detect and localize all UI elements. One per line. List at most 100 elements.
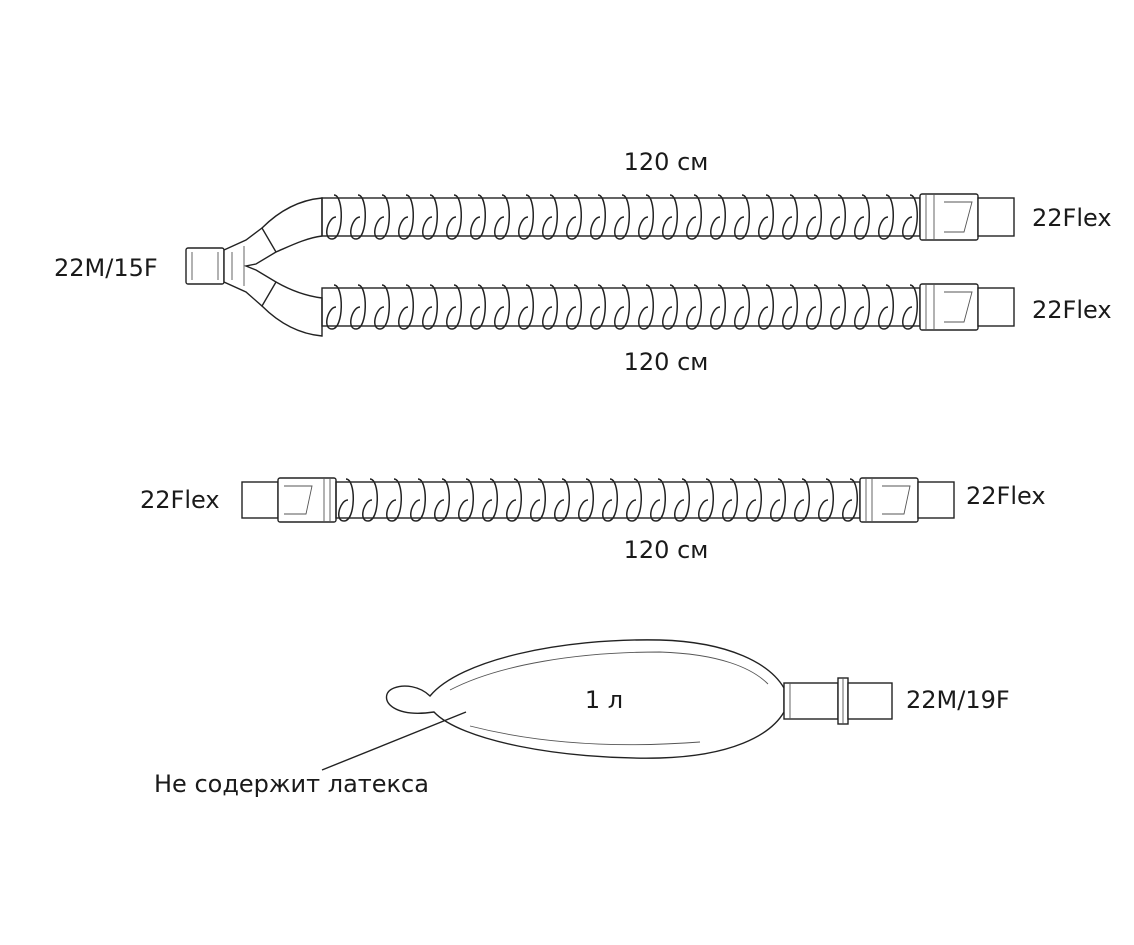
bag-volume-label: 1 л <box>585 686 623 714</box>
hose-coil <box>446 194 462 240</box>
upper-hose-coils <box>326 194 918 240</box>
straight-hose-right-cuff <box>859 477 919 523</box>
bag-end-connector <box>847 682 893 720</box>
hose-coil <box>830 284 846 330</box>
hose-coil <box>566 284 582 330</box>
lower-hose-cuff <box>919 283 979 331</box>
hose-coil <box>782 194 798 240</box>
straight-length-label: 120 см <box>624 536 709 564</box>
straight-hose-left-cuff <box>277 477 337 523</box>
hose-coil <box>674 478 690 522</box>
reservoir-bag <box>321 639 893 771</box>
hose-coil <box>638 194 654 240</box>
upper-end-label: 22Flex <box>1032 204 1112 232</box>
hose-coil <box>806 284 822 330</box>
hose-coil <box>470 194 486 240</box>
hose-coil <box>554 478 570 522</box>
upper-length-label: 120 см <box>624 148 709 176</box>
hose-coil <box>326 284 342 330</box>
lower-hose-coils <box>326 284 918 330</box>
hose-coil <box>542 284 558 330</box>
latex-note-label: Не содержит латекса <box>154 770 429 798</box>
hose-coil <box>710 284 726 330</box>
hose-coil <box>470 284 486 330</box>
straight-hose <box>241 477 955 523</box>
hose-coil <box>806 194 822 240</box>
hose-coil <box>518 284 534 330</box>
bag-body <box>385 639 785 759</box>
hose-coil <box>902 284 918 330</box>
straight-right-label: 22Flex <box>966 482 1046 510</box>
hose-coil <box>362 478 378 522</box>
y-port-label: 22M/15F <box>54 254 158 282</box>
hose-coil <box>458 478 474 522</box>
hose-coil <box>686 194 702 240</box>
hose-coil <box>422 194 438 240</box>
hose-coil <box>854 194 870 240</box>
hose-coil <box>686 284 702 330</box>
hose-coil <box>374 284 390 330</box>
lower-length-label: 120 см <box>624 348 709 376</box>
hose-coil <box>878 194 894 240</box>
hose-coil <box>350 194 366 240</box>
straight-hose-left-connector <box>241 481 279 519</box>
hose-coil <box>650 478 666 522</box>
hose-coil <box>350 284 366 330</box>
hose-coil <box>662 284 678 330</box>
hose-coil <box>614 284 630 330</box>
hose-coil <box>578 478 594 522</box>
hose-coil <box>662 194 678 240</box>
hose-coil <box>494 194 510 240</box>
y-piece-body <box>223 226 277 308</box>
hose-coil <box>758 284 774 330</box>
hose-coil <box>746 478 762 522</box>
hose-coil <box>794 478 810 522</box>
hose-coil <box>482 478 498 522</box>
y-piece-assembly <box>185 197 323 337</box>
hose-coil <box>506 478 522 522</box>
hose-coil <box>590 194 606 240</box>
upper-hose <box>321 193 1015 241</box>
straight-hose-coils <box>338 478 858 522</box>
hose-coil <box>410 478 426 522</box>
hose-coil <box>614 194 630 240</box>
bag-neck-connector <box>783 682 839 720</box>
hose-coil <box>758 194 774 240</box>
hose-coil <box>398 194 414 240</box>
hose-coil <box>842 478 858 522</box>
lower-hose <box>321 283 1015 331</box>
hose-coil <box>602 478 618 522</box>
lower-end-label: 22Flex <box>1032 296 1112 324</box>
hose-coil <box>374 194 390 240</box>
hose-coil <box>518 194 534 240</box>
upper-hose-end-connector <box>977 197 1015 237</box>
hose-coil <box>338 478 354 522</box>
hose-coil <box>770 478 786 522</box>
hose-coil <box>878 284 894 330</box>
straight-hose-tube <box>335 481 861 519</box>
hose-coil <box>626 478 642 522</box>
straight-hose-right-connector <box>917 481 955 519</box>
hose-coil <box>434 478 450 522</box>
hose-coil <box>590 284 606 330</box>
hose-coil <box>494 284 510 330</box>
hose-coil <box>398 284 414 330</box>
hose-coil <box>566 194 582 240</box>
latex-note-leader <box>321 711 467 771</box>
hose-coil <box>782 284 798 330</box>
hose-coil <box>722 478 738 522</box>
hose-coil <box>854 284 870 330</box>
hose-coil <box>446 284 462 330</box>
lower-hose-end-connector <box>977 287 1015 327</box>
hose-coil <box>422 284 438 330</box>
hose-coil <box>734 284 750 330</box>
hose-coil <box>326 194 342 240</box>
hose-coil <box>902 194 918 240</box>
hose-coil <box>698 478 714 522</box>
bag-port-label: 22M/19F <box>906 686 1010 714</box>
hose-coil <box>542 194 558 240</box>
hose-coil <box>386 478 402 522</box>
hose-coil <box>734 194 750 240</box>
hose-coil <box>830 194 846 240</box>
